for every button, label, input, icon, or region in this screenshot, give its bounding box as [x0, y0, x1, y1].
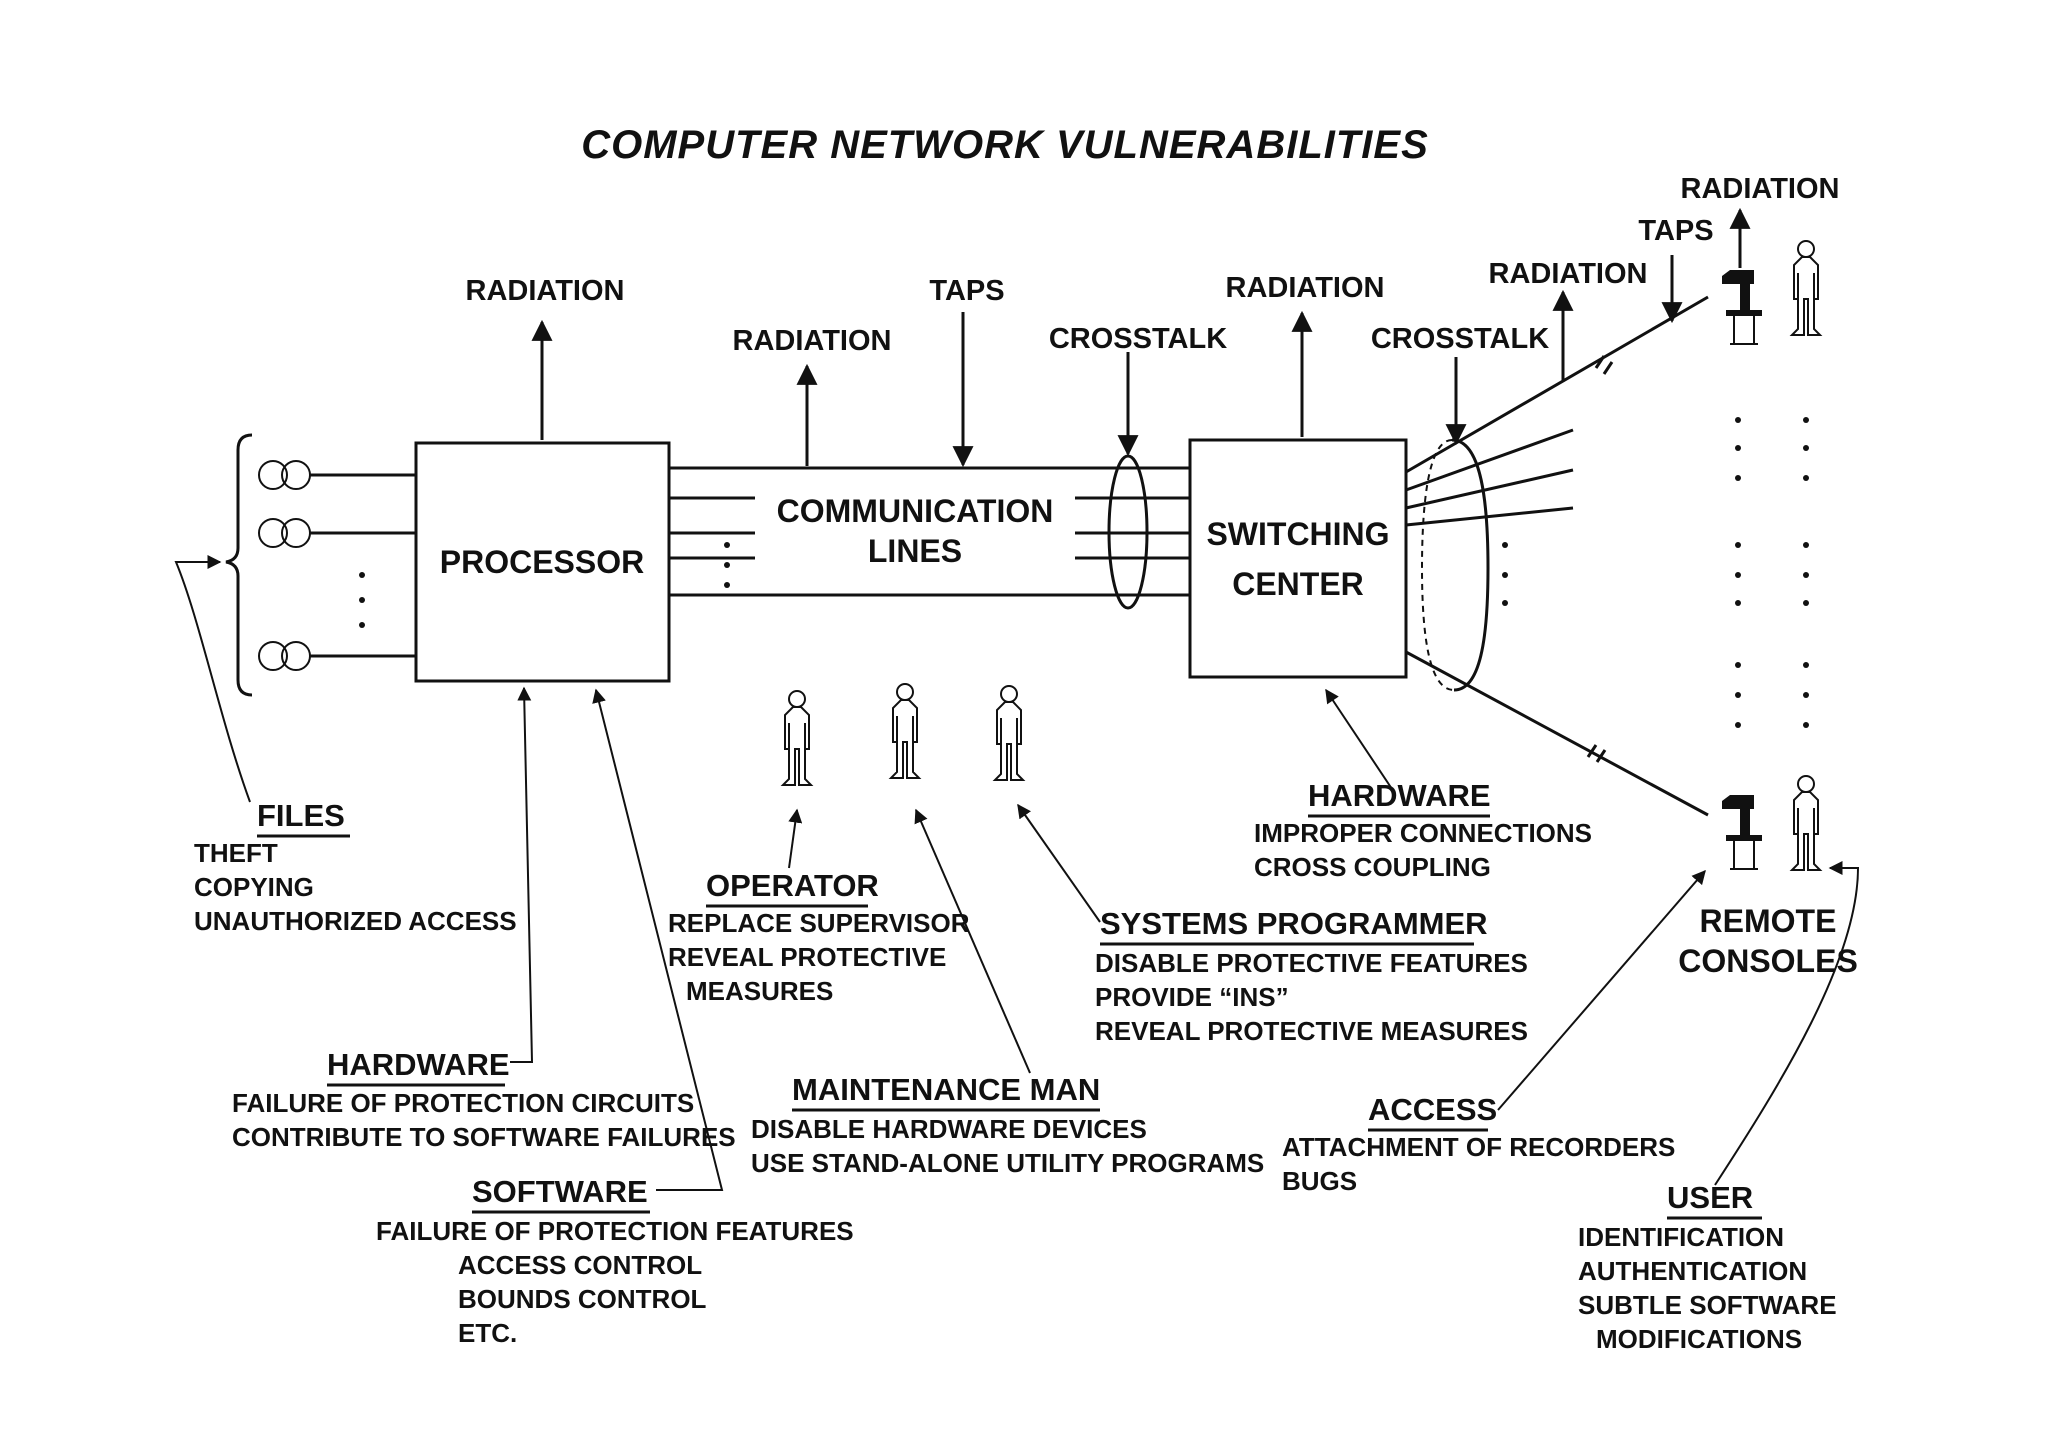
- software-item: BOUNDS CONTROL: [458, 1284, 707, 1314]
- remote-user-bottom-icon: [1791, 775, 1821, 871]
- switching-center-box: [1188, 438, 1408, 679]
- user-item: AUTHENTICATION: [1578, 1256, 1807, 1286]
- files-heading: FILES: [257, 798, 345, 833]
- radiation-remote-line-label: RADIATION: [1489, 258, 1648, 290]
- software-heading: SOFTWARE: [472, 1174, 648, 1209]
- hardware-switch-item: IMPROPER CONNECTIONS: [1254, 818, 1592, 848]
- taps-lines-label: TAPS: [929, 275, 1004, 307]
- hardware-switch-arrow: [1325, 688, 1395, 793]
- user-heading: USER: [1667, 1180, 1753, 1215]
- systems-programmer-item: PROVIDE “INS”: [1095, 982, 1289, 1012]
- radiation-switch-label: RADIATION: [1226, 272, 1385, 304]
- communication-lines-label-1: COMMUNICATION: [777, 493, 1054, 529]
- systems-programmer-arrow: [1017, 803, 1101, 923]
- communication-lines: [669, 466, 1190, 597]
- hardware-processor-arrow: [510, 686, 534, 1063]
- access-heading: ACCESS: [1368, 1092, 1497, 1127]
- remote-lines: [1405, 295, 1709, 817]
- processor-box: [414, 441, 671, 683]
- user-item: MODIFICATIONS: [1596, 1324, 1802, 1354]
- hardware-processor-heading: HARDWARE: [327, 1047, 510, 1082]
- operator-block: OPERATOR REPLACE SUPERVISOR REVEAL PROTE…: [668, 868, 970, 1006]
- access-item: BUGS: [1282, 1166, 1357, 1196]
- access-block: ACCESS ATTACHMENT OF RECORDERS BUGS: [1282, 1092, 1675, 1196]
- user-item: IDENTIFICATION: [1578, 1222, 1784, 1252]
- files-brace: [225, 433, 253, 697]
- software-block: SOFTWARE FAILURE OF PROTECTION FEATURES …: [376, 1174, 854, 1348]
- radiation-remote-console-label: RADIATION: [1681, 173, 1840, 205]
- crosstalk-switch-label: CROSSTALK: [1371, 323, 1549, 355]
- switching-center-label-2: CENTER: [1232, 566, 1364, 602]
- hardware-processor-block: HARDWARE FAILURE OF PROTECTION CIRCUITS …: [232, 1047, 736, 1152]
- operator-figure-icon: [782, 690, 812, 786]
- hardware-processor-item: CONTRIBUTE TO SOFTWARE FAILURES: [232, 1122, 736, 1152]
- files-item: THEFT: [194, 838, 278, 868]
- maintenance-man-figure-icon: [890, 683, 920, 779]
- systems-programmer-block: SYSTEMS PROGRAMMER DISABLE PROTECTIVE FE…: [1095, 906, 1528, 1046]
- remote-consoles-label-2: CONSOLES: [1678, 943, 1858, 979]
- files-arrow: [174, 555, 251, 803]
- operator-heading: OPERATOR: [706, 868, 879, 903]
- processor-label: PROCESSOR: [440, 544, 644, 580]
- operator-item: REVEAL PROTECTIVE: [668, 942, 946, 972]
- switching-center-label-1: SWITCHING: [1206, 516, 1389, 552]
- user-item: SUBTLE SOFTWARE: [1578, 1290, 1837, 1320]
- remote-console-top-icon: [1721, 269, 1763, 345]
- systems-programmer-heading: SYSTEMS PROGRAMMER: [1100, 906, 1488, 941]
- tape-reels: [258, 460, 416, 671]
- software-item: ETC.: [458, 1318, 517, 1348]
- hardware-processor-item: FAILURE OF PROTECTION CIRCUITS: [232, 1088, 694, 1118]
- user-block: USER IDENTIFICATION AUTHENTICATION SUBTL…: [1578, 1180, 1837, 1354]
- diagram-title: COMPUTER NETWORK VULNERABILITIES: [581, 123, 1429, 167]
- systems-programmer-item: DISABLE PROTECTIVE FEATURES: [1095, 948, 1528, 978]
- files-block: FILES THEFT COPYING UNAUTHORIZED ACCESS: [194, 798, 517, 936]
- software-item: ACCESS CONTROL: [458, 1250, 702, 1280]
- access-item: ATTACHMENT OF RECORDERS: [1282, 1132, 1675, 1162]
- remote-console-bottom-icon: [1721, 794, 1763, 870]
- radiation-processor-label: RADIATION: [466, 275, 625, 307]
- systems-programmer-figure-icon: [994, 685, 1024, 781]
- maintenance-man-heading: MAINTENANCE MAN: [792, 1072, 1100, 1107]
- maintenance-man-item: DISABLE HARDWARE DEVICES: [751, 1114, 1147, 1144]
- operator-item: MEASURES: [686, 976, 833, 1006]
- crosstalk-switch-coupler-back: [1420, 439, 1455, 691]
- remote-consoles-ellipsis: [1735, 417, 1809, 728]
- remote-consoles-label-1: REMOTE: [1700, 903, 1837, 939]
- remote-user-top-icon: [1791, 240, 1821, 336]
- files-item: COPYING: [194, 872, 314, 902]
- systems-programmer-item: REVEAL PROTECTIVE MEASURES: [1095, 1016, 1528, 1046]
- operator-arrow: [788, 808, 803, 869]
- software-item: FAILURE OF PROTECTION FEATURES: [376, 1216, 854, 1246]
- hardware-switch-block: HARDWARE IMPROPER CONNECTIONS CROSS COUP…: [1254, 778, 1592, 882]
- maintenance-man-arrow: [914, 808, 1031, 1074]
- maintenance-man-block: MAINTENANCE MAN DISABLE HARDWARE DEVICES…: [751, 1072, 1264, 1178]
- taps-remote-label: TAPS: [1638, 215, 1713, 247]
- access-arrow: [1497, 869, 1706, 1111]
- software-arrow: [592, 688, 724, 1191]
- user-arrow: [1714, 861, 1860, 1186]
- files-item: UNAUTHORIZED ACCESS: [194, 906, 517, 936]
- crosstalk-switch-coupler: [1451, 438, 1490, 692]
- crosstalk-lines-label: CROSSTALK: [1049, 323, 1227, 355]
- operator-item: REPLACE SUPERVISOR: [668, 908, 970, 938]
- radiation-lines-label: RADIATION: [733, 325, 892, 357]
- communication-lines-label-2: LINES: [868, 533, 962, 569]
- hardware-switch-heading: HARDWARE: [1308, 778, 1491, 813]
- maintenance-man-item: USE STAND-ALONE UTILITY PROGRAMS: [751, 1148, 1264, 1178]
- hardware-switch-item: CROSS COUPLING: [1254, 852, 1491, 882]
